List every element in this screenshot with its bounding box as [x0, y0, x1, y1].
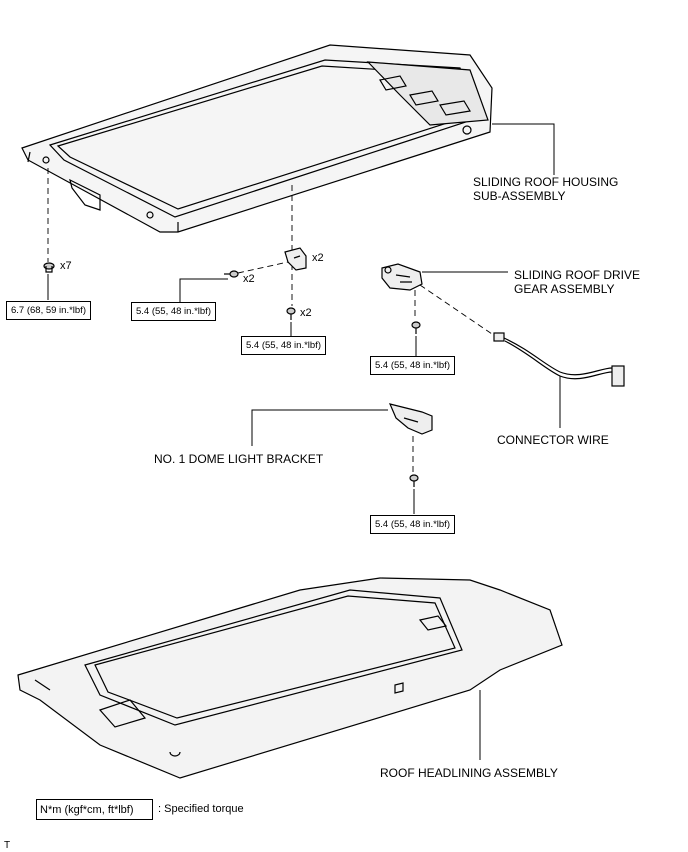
quantity-mark: x7 — [60, 260, 72, 272]
legend-unit-box: N*m (kgf*cm, ft*lbf) — [36, 799, 153, 820]
bracket-icon — [284, 247, 307, 271]
sliding-roof-housing-label-line2: SUB-ASSEMBLY — [473, 189, 566, 203]
drive-gear-label: SLIDING ROOF DRIVE — [514, 268, 641, 282]
drive-gear-drawing — [381, 263, 423, 291]
dome-light-bracket-label: NO. 1 DOME LIGHT BRACKET — [154, 452, 324, 466]
bolt-icon — [286, 307, 296, 320]
drive-gear-label-line2: GEAR ASSEMBLY — [514, 282, 615, 296]
dome-light-bracket-drawing — [388, 403, 433, 435]
bolt-icon — [411, 321, 421, 334]
quantity-mark: x2 — [300, 307, 312, 319]
bolt-icon — [224, 270, 239, 278]
sliding-roof-housing-label: SLIDING ROOF HOUSING — [473, 175, 619, 189]
quantity-mark: x2 — [243, 273, 255, 285]
bolt-icon — [409, 474, 419, 487]
connector-wire-drawing — [493, 332, 625, 387]
torque-box: 5.4 (55, 48 in.*lbf) — [370, 356, 455, 375]
sliding-roof-housing-drawing — [21, 44, 493, 233]
clip-icon — [43, 262, 55, 273]
torque-box: 5.4 (55, 48 in.*lbf) — [241, 336, 326, 355]
corner-mark: T — [4, 840, 11, 851]
torque-box: 6.7 (68, 59 in.*lbf) — [6, 301, 91, 320]
connector-wire-label: CONNECTOR WIRE — [497, 433, 609, 447]
roof-headlining-label: ROOF HEADLINING ASSEMBLY — [380, 766, 558, 780]
torque-box: 5.4 (55, 48 in.*lbf) — [370, 515, 455, 534]
legend-description: : Specified torque — [158, 803, 244, 815]
roof-headlining-drawing — [17, 577, 563, 779]
quantity-mark: x2 — [312, 252, 324, 264]
torque-box: 5.4 (55, 48 in.*lbf) — [131, 302, 216, 321]
